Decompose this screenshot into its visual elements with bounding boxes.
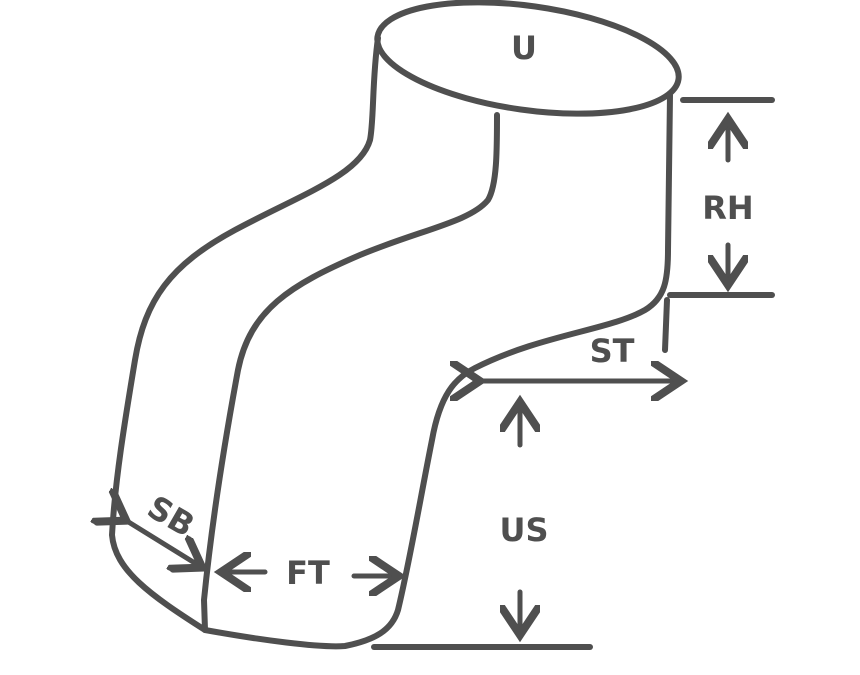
inner-front-line bbox=[201, 112, 500, 633]
st-tick-line bbox=[662, 297, 670, 353]
outer-outline bbox=[109, 35, 673, 650]
ft-label: FT bbox=[286, 554, 330, 592]
sb-double-arrow-icon bbox=[122, 518, 198, 565]
st-label: ST bbox=[590, 332, 635, 370]
rh-label: RH bbox=[702, 189, 753, 227]
us-label: US bbox=[499, 511, 548, 549]
u-label: U bbox=[511, 29, 537, 67]
